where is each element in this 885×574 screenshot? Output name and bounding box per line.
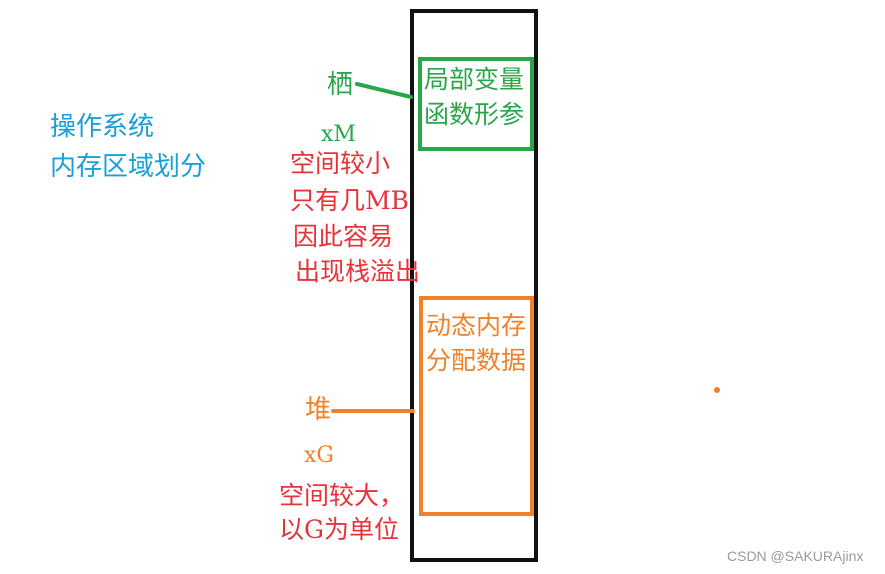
heap-content-line-1: 动态内存: [426, 311, 527, 340]
watermark: CSDN @SAKURAjinx: [727, 548, 864, 564]
stack-note-line-1: 空间较小: [290, 149, 391, 178]
stack-content-line-2: 函数形参: [424, 100, 525, 129]
orange-dot: [714, 387, 720, 393]
stack-label: 栖: [327, 70, 354, 100]
stack-region-box: [418, 57, 534, 151]
stack-note-line-2: 只有几MB: [290, 186, 409, 215]
diagram-title-line-2: 内存区域划分: [50, 152, 207, 182]
heap-label: 堆: [305, 395, 332, 425]
heap-size-label: xG: [304, 443, 334, 468]
stack-note-line-3: 因此容易: [293, 222, 394, 251]
memory-column: [410, 9, 538, 562]
heap-note-line-1: 空间较大，: [279, 481, 405, 510]
stack-content-line-1: 局部变量: [424, 65, 525, 94]
heap-region-box: [419, 296, 534, 516]
stack-size-label: xM: [321, 122, 356, 147]
heap-note-line-2: 以G为单位: [279, 515, 399, 544]
stack-note-line-4: 出现栈溢出: [295, 257, 421, 286]
stack-connector-line: [355, 82, 413, 99]
diagram-title-line-1: 操作系统: [50, 112, 155, 142]
heap-content-line-2: 分配数据: [426, 346, 527, 375]
